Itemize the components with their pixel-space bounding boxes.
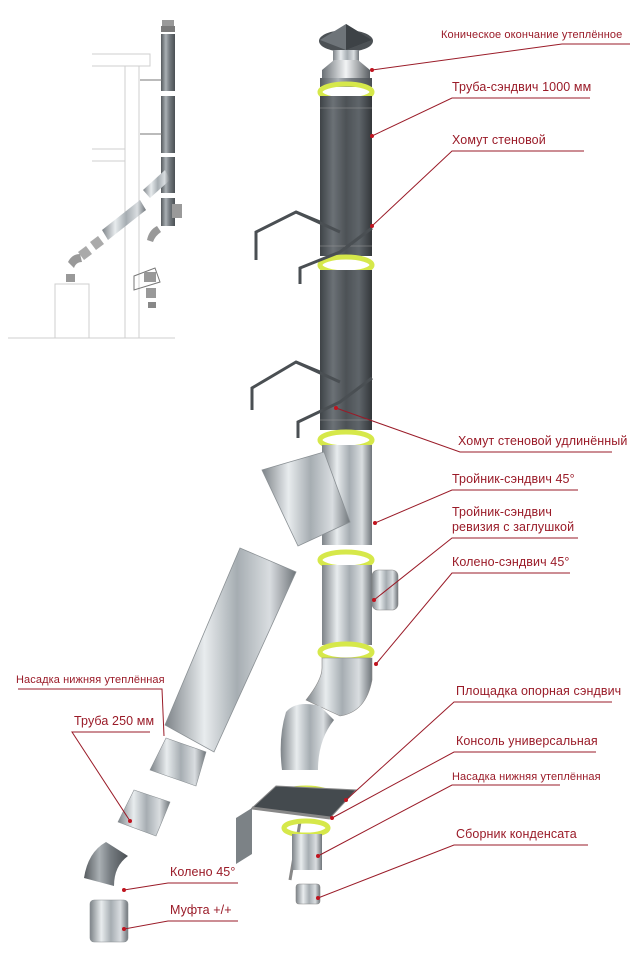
label-sandwich-pipe-1000: Труба-сэндвич 1000 мм <box>452 80 592 94</box>
label-support-platform: Площадка опорная сэндвич <box>456 684 622 698</box>
thumbnail-chimney <box>66 20 182 308</box>
label-bottom-nozzle-left: Насадка нижняя утеплённая <box>16 674 165 686</box>
main-chimney <box>250 24 399 717</box>
elbow-sandwich-45-part <box>305 657 373 717</box>
insulation-ring <box>281 818 331 838</box>
conical-cap-part <box>319 24 373 87</box>
label-wall-clamp: Хомут стеновой <box>452 133 546 147</box>
label-tee-sandwich-45: Тройник-сэндвич 45° <box>452 472 575 486</box>
label-elbow-45: Колено 45° <box>170 865 236 879</box>
lower-assembly <box>236 704 358 905</box>
universal-console-part <box>236 808 252 864</box>
diagonal-run <box>84 547 297 943</box>
bottom-nozzle-right-part <box>292 834 322 870</box>
label-bottom-nozzle-right: Насадка нижняя утеплённая <box>452 771 601 783</box>
label-wall-clamp-extended: Хомут стеновой удлинённый <box>458 434 628 448</box>
label-pipe-250: Труба 250 мм <box>74 714 155 728</box>
label-tee-revision-line1: Тройник-сэндвич <box>452 505 552 519</box>
wall-clamp-part <box>254 210 373 284</box>
label-universal-console: Консоль универсальная <box>456 734 598 748</box>
wall-clamp-extended-part <box>250 360 373 438</box>
insulation-ring <box>317 641 375 663</box>
label-coupling: Муфта +/+ <box>170 903 232 917</box>
pipe-250-part <box>117 789 171 837</box>
long-pipe-part <box>164 547 297 753</box>
tee-revision-part <box>322 565 372 645</box>
bottom-nozzle-left-part <box>149 737 207 787</box>
coupling-part <box>89 899 129 943</box>
sandwich-pipe-part <box>320 270 372 430</box>
label-conical-cap: Коническое окончание утеплённое <box>441 29 623 41</box>
label-elbow-sandwich-45: Колено-сэндвич 45° <box>452 555 570 569</box>
revision-cap <box>371 569 399 611</box>
leader-dots <box>122 68 378 931</box>
sandwich-pipe-part <box>320 96 372 256</box>
leader-lines <box>18 43 630 930</box>
elbow-45-part <box>84 842 128 886</box>
thumbnail-schematic <box>8 20 182 339</box>
condensate-collector-part <box>295 883 321 905</box>
lower-elbow-part <box>280 704 334 770</box>
label-condensate-collector: Сборник конденсата <box>456 827 577 841</box>
tee-branch <box>261 451 351 547</box>
label-tee-revision-line2: ревизия с заглушкой <box>452 520 575 534</box>
